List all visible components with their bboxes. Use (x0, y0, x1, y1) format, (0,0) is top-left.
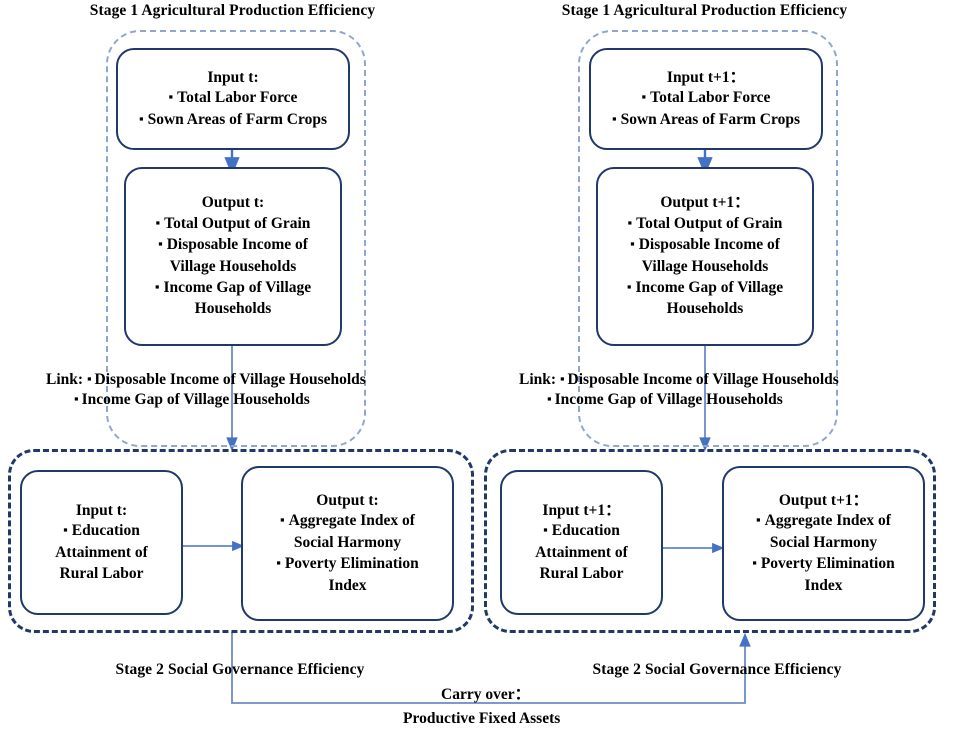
node-items: Total Labor Force Sown Areas of Farm Cro… (597, 87, 815, 130)
carry-over-value: Productive Fixed Assets (403, 710, 561, 727)
node-item: Index (804, 576, 843, 594)
link-item: Disposable Income of Village Households (560, 371, 839, 388)
node-item: Village Households (641, 257, 769, 275)
node-item: Social Harmony (293, 533, 402, 551)
stage1-container-right (578, 30, 838, 447)
node-item: Sown Areas of Farm Crops (597, 109, 815, 130)
node-item: Social Harmony (769, 533, 878, 551)
link-label: Link: (519, 371, 557, 388)
node-item: Education (26, 520, 177, 541)
link-item: Income Gap of Village Households (74, 391, 310, 408)
node-item: Total Output of Grain (604, 213, 806, 234)
node-item: Households (666, 300, 744, 318)
node-item: Attainment of (535, 543, 628, 561)
node-header: Output t+1： (660, 194, 750, 212)
stage2-container-right (484, 449, 936, 633)
stage1-title-left: Stage 1 Agricultural Production Efficien… (89, 2, 376, 19)
node-items: Aggregate Index of Social Harmony Povert… (249, 510, 446, 596)
node-items: Total Labor Force Sown Areas of Farm Cro… (124, 87, 342, 130)
node-item: Income Gap of Village (132, 277, 334, 298)
link-row-2: Income Gap of Village Households (547, 390, 839, 410)
node-header: Input t: (75, 501, 128, 519)
node-item: Aggregate Index of (730, 510, 917, 531)
node-items: Education Attainment of Rural Labor (26, 520, 177, 584)
node-item: Disposable Income of (132, 234, 334, 255)
node-stage1-input-t1: Input t+1： Total Labor Force Sown Areas … (589, 48, 823, 150)
link-row-1: Link: Disposable Income of Village House… (519, 370, 839, 390)
link-block-right: Link: Disposable Income of Village House… (519, 370, 839, 411)
node-item: Disposable Income of (604, 234, 806, 255)
node-item: Village Households (169, 257, 297, 275)
link-row-2: Income Gap of Village Households (74, 390, 366, 410)
node-item: Attainment of (55, 543, 148, 561)
node-item: Households (194, 300, 272, 318)
stage2-container-left (8, 449, 474, 633)
node-items: Aggregate Index of Social Harmony Povert… (730, 510, 917, 596)
node-stage2-output-t1: Output t+1： Aggregate Index of Social Ha… (722, 466, 925, 621)
node-header: Output t: (316, 492, 379, 510)
node-header: Input t+1： (666, 68, 746, 86)
node-item: Total Labor Force (124, 87, 342, 108)
node-item: Poverty Elimination (249, 553, 446, 574)
link-block-left: Link: Disposable Income of Village House… (46, 370, 366, 411)
carry-over-label: Carry over： (441, 686, 531, 703)
node-item: Rural Labor (539, 564, 624, 582)
node-items: Total Output of Grain Disposable Income … (604, 213, 806, 320)
node-stage1-input-t: Input t: Total Labor Force Sown Areas of… (116, 48, 350, 150)
node-item: Total Labor Force (597, 87, 815, 108)
node-header: Input t: (207, 68, 259, 86)
link-item: Disposable Income of Village Households (87, 371, 366, 388)
node-items: Education Attainment of Rural Labor (506, 520, 657, 584)
link-row-1: Link: Disposable Income of Village House… (46, 370, 366, 390)
node-item: Income Gap of Village (604, 277, 806, 298)
stage2-title-right: Stage 2 Social Governance Efficiency (592, 661, 842, 678)
link-item: Income Gap of Village Households (547, 391, 783, 408)
node-stage1-output-t: Output t: Total Output of Grain Disposab… (124, 167, 342, 346)
stage1-container-left (106, 30, 366, 447)
link-label: Link: (46, 371, 84, 388)
node-stage2-input-t: Input t: Education Attainment of Rural L… (20, 470, 183, 615)
node-item: Total Output of Grain (132, 213, 334, 234)
node-stage2-output-t: Output t: Aggregate Index of Social Harm… (241, 466, 454, 621)
node-item: Index (328, 576, 367, 594)
node-item: Aggregate Index of (249, 510, 446, 531)
node-header: Input t+1： (542, 501, 621, 519)
node-item: Rural Labor (59, 564, 144, 582)
stage2-title-left: Stage 2 Social Governance Efficiency (115, 661, 365, 678)
node-item: Education (506, 520, 657, 541)
node-item: Poverty Elimination (730, 553, 917, 574)
node-header: Output t+1： (778, 492, 869, 510)
node-item: Sown Areas of Farm Crops (124, 109, 342, 130)
node-header: Output t: (201, 194, 265, 212)
node-stage1-output-t1: Output t+1： Total Output of Grain Dispos… (596, 167, 814, 346)
node-stage2-input-t1: Input t+1： Education Attainment of Rural… (500, 470, 663, 615)
node-items: Total Output of Grain Disposable Income … (132, 213, 334, 320)
stage1-title-right: Stage 1 Agricultural Production Efficien… (561, 2, 848, 19)
